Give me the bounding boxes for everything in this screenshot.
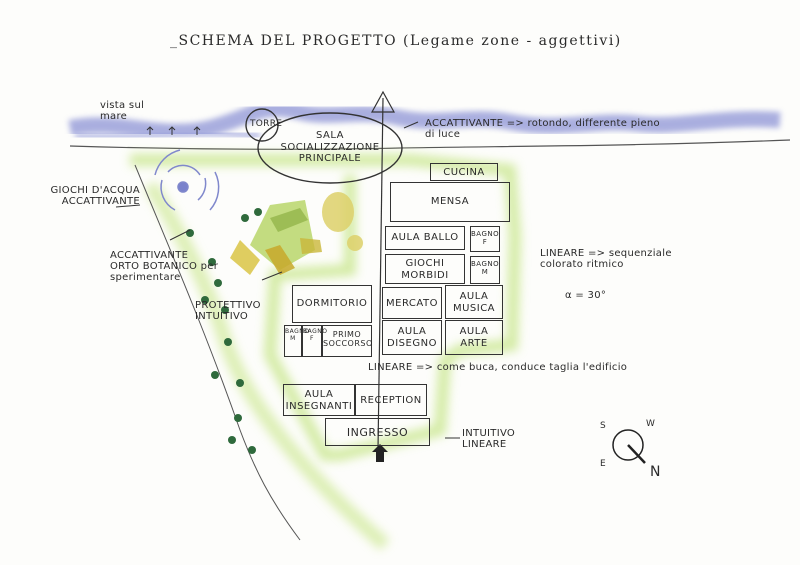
room-mensa: MENSA xyxy=(390,182,510,222)
compass xyxy=(612,429,646,464)
orto-label: ACCATTIVANTE ORTO BOTANICO per speriment… xyxy=(110,250,219,283)
room-aula-insegnanti-label: AULA INSEGNANTI xyxy=(285,389,353,412)
room-mensa-label: MENSA xyxy=(430,196,470,207)
room-aula-arte-label: AULA ARTE xyxy=(459,326,489,349)
room-bagno-f2: BAGNO F xyxy=(302,325,328,357)
vista-label: vista sul mare xyxy=(100,100,145,122)
compass-s: S xyxy=(600,421,607,431)
sala-label: SALA SOCIALIZZAZIONE PRINCIPALE xyxy=(280,130,380,164)
room-primo-soccorso-label: PRIMO SOCCORSO xyxy=(323,330,373,349)
room-reception-label: RECEPTION xyxy=(360,395,422,406)
room-aula-insegnanti: AULA INSEGNANTI xyxy=(283,384,355,416)
angle-label: α = 30° xyxy=(565,290,607,301)
room-reception: RECEPTION xyxy=(355,384,427,416)
accattivante-label: ACCATTIVANTE => rotondo, differente pien… xyxy=(425,118,660,140)
room-bagno-f-label: BAGNO F xyxy=(471,230,500,247)
room-dormitorio: DORMITORIO xyxy=(292,285,372,323)
room-mercato-label: MERCATO xyxy=(386,298,438,309)
lineare-center-label: LINEARE => come buca, conduce taglia l'e… xyxy=(368,362,628,373)
room-bagno-m2: BAGNO M xyxy=(284,325,310,357)
room-aula-arte: AULA ARTE xyxy=(445,320,503,355)
water-rings xyxy=(154,149,220,211)
compass-e: E xyxy=(600,459,606,469)
intuitivo-label: INTUITIVO LINEARE xyxy=(462,428,516,450)
room-bagno-f2-label: BAGNO F xyxy=(303,328,328,342)
room-aula-ballo: AULA BALLO xyxy=(385,226,465,250)
room-aula-musica-label: AULA MUSICA xyxy=(452,291,496,314)
room-dormitorio-label: DORMITORIO xyxy=(296,298,368,309)
central-axis xyxy=(377,97,384,451)
room-primo-soccorso: PRIMO SOCCORSO xyxy=(322,325,372,357)
entry-arrow xyxy=(372,444,388,462)
room-cucina: CUCINA xyxy=(430,163,498,181)
torre-label: TORRE xyxy=(250,119,283,129)
room-bagno-m-label: BAGNO M xyxy=(471,260,500,277)
room-ingresso: INGRESSO xyxy=(325,418,430,446)
giochi-acqua-label: GIOCHI D'ACQUA ACCATTIVANTE xyxy=(50,185,140,207)
diagram-title: _SCHEMA DEL PROGETTO (Legame zone - agge… xyxy=(170,33,622,49)
room-cucina-label: CUCINA xyxy=(443,167,485,178)
room-bagno-m2-label: BAGNO M xyxy=(285,328,310,342)
compass-n: N xyxy=(650,464,661,480)
room-bagno-f: BAGNO F xyxy=(470,226,500,252)
green-area xyxy=(130,154,522,461)
compass-w: W xyxy=(646,419,656,429)
room-aula-disegno: AULA DISEGNO xyxy=(382,320,442,355)
room-aula-disegno-label: AULA DISEGNO xyxy=(387,326,437,349)
room-giochi-morbidi: GIOCHI MORBIDI xyxy=(385,254,465,284)
room-aula-ballo-label: AULA BALLO xyxy=(391,232,459,243)
torre-circle xyxy=(245,108,279,142)
coastline xyxy=(69,139,791,150)
room-aula-musica: AULA MUSICA xyxy=(445,285,503,319)
room-mercato: MERCATO xyxy=(382,287,442,319)
sala-ellipse xyxy=(257,112,403,184)
protettivo-label: PROTETTIVO INTUITIVO xyxy=(195,300,261,322)
lineare-right-label: LINEARE => sequenziale colorato ritmico xyxy=(540,248,672,270)
room-giochi-morbidi-label: GIOCHI MORBIDI xyxy=(401,258,449,281)
sea-waves xyxy=(68,100,781,140)
orto-garden xyxy=(230,192,363,275)
room-ingresso-label: INGRESSO xyxy=(346,426,409,439)
room-bagno-m: BAGNO M xyxy=(470,256,500,284)
